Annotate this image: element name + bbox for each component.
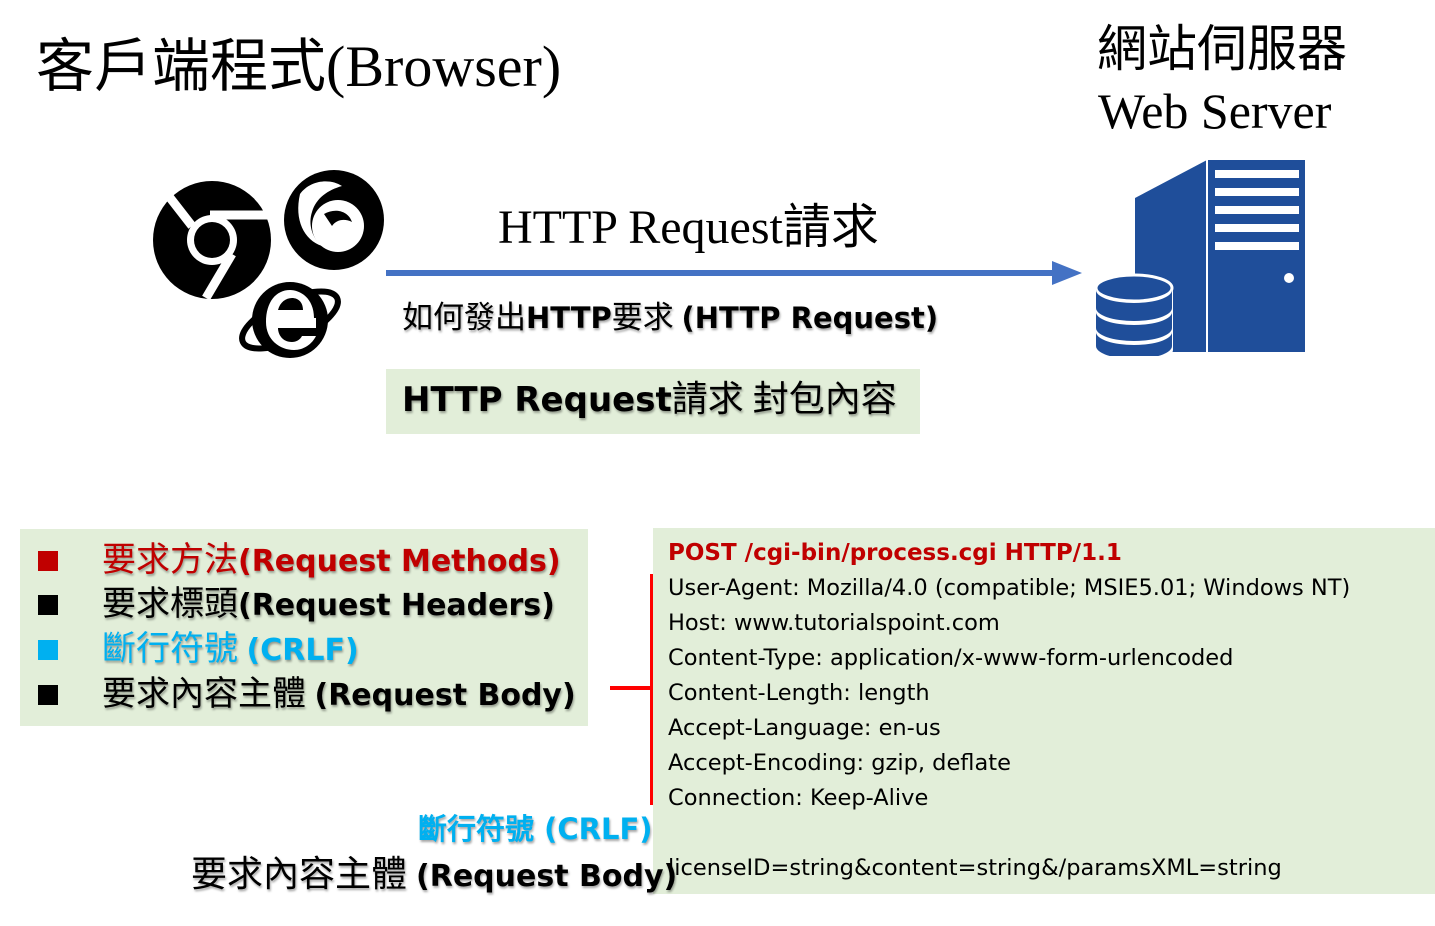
request-header-line: Content-Type: application/x-www-form-url… [668,645,1234,671]
legend-item-zh: 斷行符號 [102,631,247,668]
ie-icon [239,282,341,358]
legend-box: 要求方法(Request Methods) 要求標頭(Request Heade… [20,529,588,726]
packet-content-label: HTTP Request請求 封包內容 [402,381,897,417]
request-body-line: licenseID=string&content=string&/paramsX… [668,855,1282,881]
request-header-line: Content-Length: length [668,680,930,706]
how-to-middle: 要求 [611,300,682,335]
packet-content-box: HTTP Request請求 封包內容 [386,369,920,434]
request-header-line: Connection: Keep-Alive [668,785,929,811]
legend-square [38,595,58,615]
chrome-icon [153,181,271,301]
how-to-bold: HTTP [526,301,612,335]
request-arrow-label: HTTP Request請求 [498,201,879,254]
legend-item-zh: 要求方法 [102,542,238,579]
packet-bold: HTTP Request [402,380,672,420]
firefox-icon [284,170,384,270]
legend-item-zh: 要求標頭 [102,586,238,623]
request-header-line: Accept-Language: en-us [668,715,941,741]
legend-item-en: (Request Body) [314,678,576,713]
legend-item-zh: 要求內容主體 [102,676,315,713]
legend-item-en: (CRLF) [246,633,359,668]
request-header-line: User-Agent: Mozilla/4.0 (compatible; MSI… [668,575,1351,601]
body-annotation-en: (Request Body) [416,859,678,894]
request-header-line: Accept-Encoding: gzip, deflate [668,750,1011,776]
packet-rest: 請求 封包內容 [671,379,897,419]
server-title-en: Web Server [1098,83,1332,139]
legend-square [38,640,58,660]
client-title: 客戶端程式(Browser) [36,34,562,99]
request-header-line: Host: www.tutorialspoint.com [668,610,1000,636]
server-database-icon [1095,160,1305,356]
request-body-annotation: 要求內容主體 (Request Body) [191,856,677,892]
browser-icons-group [153,170,384,358]
crlf-annotation: 斷行符號 (CRLF) [418,812,653,846]
body-annotation-zh: 要求內容主體 [191,854,417,894]
request-method-line: POST /cgi-bin/process.cgi HTTP/1.1 [668,540,1122,566]
server-title-zh: 網站伺服器 [1097,21,1347,77]
how-to-send-request: 如何發出HTTP要求 (HTTP Request) [402,302,938,333]
how-to-bold2: (HTTP Request) [681,301,939,335]
request-arrow [386,261,1082,285]
legend-item-en: (Request Headers) [238,588,555,623]
request-example-box: POST /cgi-bin/process.cgi HTTP/1.1 User-… [653,528,1435,894]
legend-square [38,551,58,571]
legend-square [38,685,58,705]
how-to-prefix: 如何發出 [402,300,526,335]
legend-item-en: (Request Methods) [238,544,561,579]
